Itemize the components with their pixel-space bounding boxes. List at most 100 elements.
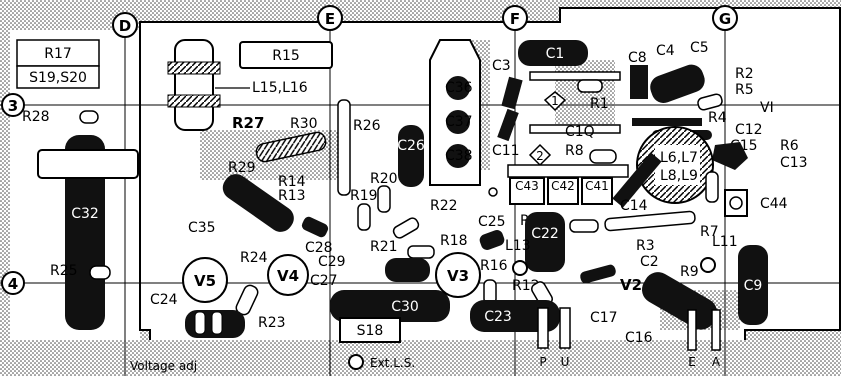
label-c10: C1Q [565, 124, 595, 140]
label-l13: L13 [505, 238, 531, 254]
bracket-cap-bank [507, 164, 629, 178]
r18-resistor [407, 245, 435, 259]
svg-text:3: 3 [8, 97, 18, 115]
svg-text:D: D [119, 17, 131, 35]
label-r4: R4 [708, 110, 727, 126]
c30-capacitor [330, 290, 450, 322]
label-c28: C28 [305, 240, 333, 256]
label-r28: R28 [22, 109, 50, 125]
c42-trimmer [547, 177, 579, 205]
label-r15: R15 [272, 48, 300, 64]
grid-marker-g: G [712, 5, 738, 31]
c4-c5-capacitor [650, 64, 705, 104]
marker-1 [543, 91, 567, 112]
label-c14: C14 [620, 198, 648, 214]
label-r26: R26 [353, 118, 381, 134]
label-c41: C41 [585, 179, 609, 193]
label-r5: R5 [735, 82, 754, 98]
grid-marker-f: F [502, 5, 528, 31]
r30-resistor [255, 131, 327, 163]
label-c9: C9 [744, 278, 763, 294]
label-c27: C27 [310, 273, 338, 289]
label-r8: R8 [565, 143, 584, 159]
c32-capacitor [65, 135, 105, 330]
valve-v3 [435, 252, 481, 298]
l15-l16-coil [174, 39, 214, 131]
label-l6-l7: L6,L7 [660, 150, 698, 166]
r7-resistor [705, 171, 719, 203]
c9-capacitor [738, 245, 768, 325]
shaded-region-top [555, 60, 615, 130]
c8-capacitor [630, 65, 648, 99]
label-r7: R7 [700, 224, 719, 240]
r5-resistor [697, 93, 723, 111]
grid-marker-e: E [317, 5, 343, 31]
grid-marker-3: 3 [1, 93, 25, 117]
label-s19-s20: S19,S20 [29, 70, 87, 86]
svg-text:G: G [719, 10, 731, 28]
label-c12: C12 [735, 122, 763, 138]
c37-trimmer [446, 110, 470, 134]
svg-text:E: E [325, 10, 335, 28]
s18-switch [339, 317, 401, 343]
terminal-e [687, 309, 697, 351]
svg-text:4: 4 [8, 275, 18, 293]
label-p: P [539, 355, 546, 369]
c22-capacitor [525, 212, 565, 272]
label-c32: C32 [71, 206, 99, 222]
ext-ls-socket [348, 354, 364, 370]
label-c26: C26 [397, 138, 425, 154]
c36-trimmer [446, 76, 470, 100]
c16-capacitor [641, 272, 718, 330]
c26-capacitor [398, 125, 424, 187]
label-c24: C24 [150, 292, 178, 308]
bottom-band [0, 340, 841, 376]
label-l15-l16: L15,L16 [252, 80, 308, 96]
label-c38: C38 [445, 148, 473, 164]
r19-resistor [357, 203, 371, 231]
valve-v4 [267, 254, 309, 296]
label-s18: S18 [357, 323, 384, 339]
label-c23: C23 [484, 309, 512, 325]
label-c22: C22 [531, 226, 559, 242]
label-v3: V3 [447, 267, 469, 285]
r25-resistor [89, 265, 111, 280]
coil-winding-bottom [167, 94, 221, 108]
label-c3: C3 [492, 58, 511, 74]
label-mark-1: 1 [551, 94, 559, 108]
s19-s20-block [16, 65, 100, 89]
c41-trimmer [581, 177, 613, 205]
c38-trimmer [446, 144, 470, 168]
label-r27: R27 [232, 114, 264, 132]
label-r6: R6 [780, 138, 799, 154]
r28-resistor [79, 110, 99, 124]
c43-trimmer [509, 177, 545, 205]
r20-resistor [377, 185, 391, 213]
label-ext-ls: Ext.L.S. [370, 356, 415, 370]
label-c42: C42 [551, 179, 575, 193]
bracket-bottom [529, 124, 621, 134]
label-r24: R24 [240, 250, 268, 266]
label-v4: V4 [277, 267, 299, 285]
label-vi: VI [760, 100, 774, 116]
r17-block [16, 39, 100, 67]
r4-strip [632, 118, 702, 126]
label-c16: C16 [625, 330, 653, 346]
bracket-top [529, 71, 621, 81]
grid-marker-d: D [112, 12, 138, 38]
r8-resistor [589, 149, 617, 164]
label-c37: C37 [445, 114, 473, 130]
r10-resistor [569, 219, 599, 233]
label-c43: C43 [515, 179, 539, 193]
label-u: U [561, 355, 570, 369]
label-c2: C2 [640, 254, 659, 270]
label-r17: R17 [44, 46, 72, 62]
r26-resistor [337, 99, 351, 196]
r22-resistor [392, 217, 420, 239]
label-r22: R22 [430, 198, 458, 214]
label-r18: R18 [440, 233, 468, 249]
label-v2: V2 [620, 276, 642, 294]
c13-capacitor [712, 142, 748, 170]
c11-capacitor [497, 108, 519, 142]
